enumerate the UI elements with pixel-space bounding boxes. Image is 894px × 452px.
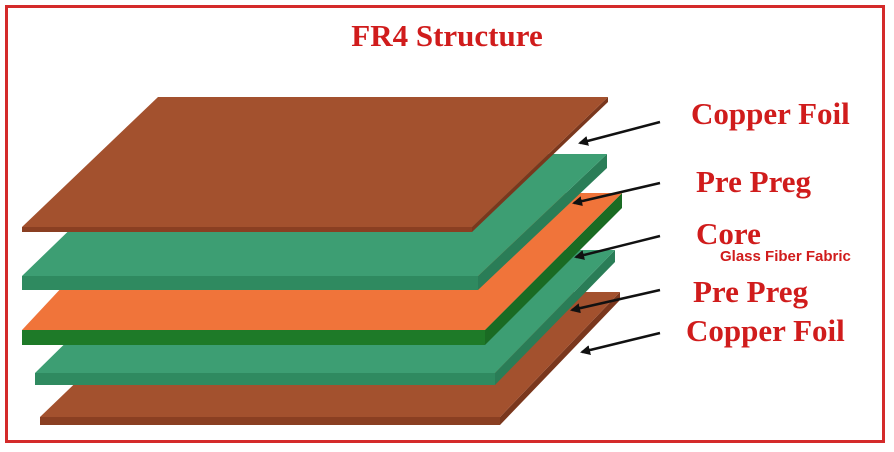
label-copper-foil-top: Copper Foil: [691, 96, 850, 131]
label-pre-preg-bottom: Pre Preg: [693, 274, 809, 309]
label-core: Core: [696, 216, 761, 251]
label-pre-preg-top: Pre Preg: [696, 164, 812, 199]
arrow-pre-preg-top: [572, 181, 661, 207]
arrow-pre-preg-bottom: [570, 288, 661, 314]
arrow-copper-foil-top: [578, 120, 661, 146]
sublabel-glass-fiber-fabric: Glass Fiber Fabric: [720, 248, 851, 265]
arrow-copper-foil-bottom: [580, 331, 661, 355]
diagram-title: FR4 Structure: [351, 18, 543, 53]
arrow-core: [574, 234, 661, 260]
diagram-frame: [5, 5, 885, 443]
label-copper-foil-bottom: Copper Foil: [686, 313, 845, 348]
copper-foil-top-layer: [22, 97, 608, 232]
